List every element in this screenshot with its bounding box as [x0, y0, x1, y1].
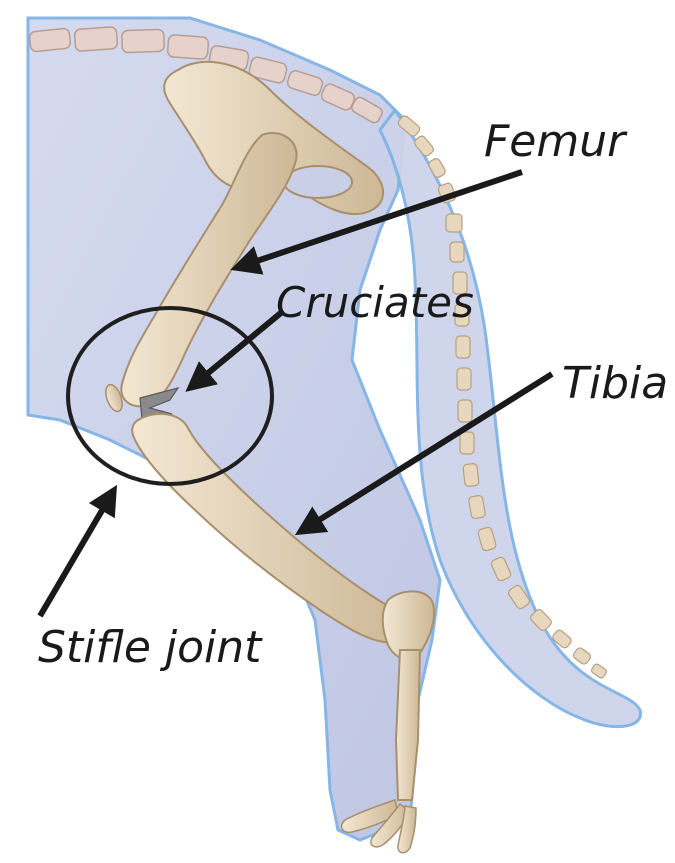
metatarsal-bones — [394, 649, 422, 801]
femur-label: Femur — [484, 116, 626, 167]
tarsal-bones — [381, 590, 436, 660]
tibia-arrow — [294, 371, 554, 536]
cruciates-arrow — [185, 309, 284, 392]
stifle-joint-circle — [66, 306, 274, 486]
stifle-joint-label: Stifle joint — [38, 622, 262, 673]
stifle-joint-arrow — [37, 484, 118, 618]
femur-arrow — [230, 169, 523, 275]
spine — [28, 26, 383, 124]
tibia-label: Tibia — [562, 358, 669, 409]
patella-bone — [105, 383, 123, 413]
toe-bones — [340, 799, 417, 854]
tail-silhouette — [378, 107, 642, 729]
annotation-arrows — [37, 169, 554, 618]
obturator-foramen — [283, 165, 353, 199]
cruciates-label: Cruciates — [276, 278, 474, 327]
